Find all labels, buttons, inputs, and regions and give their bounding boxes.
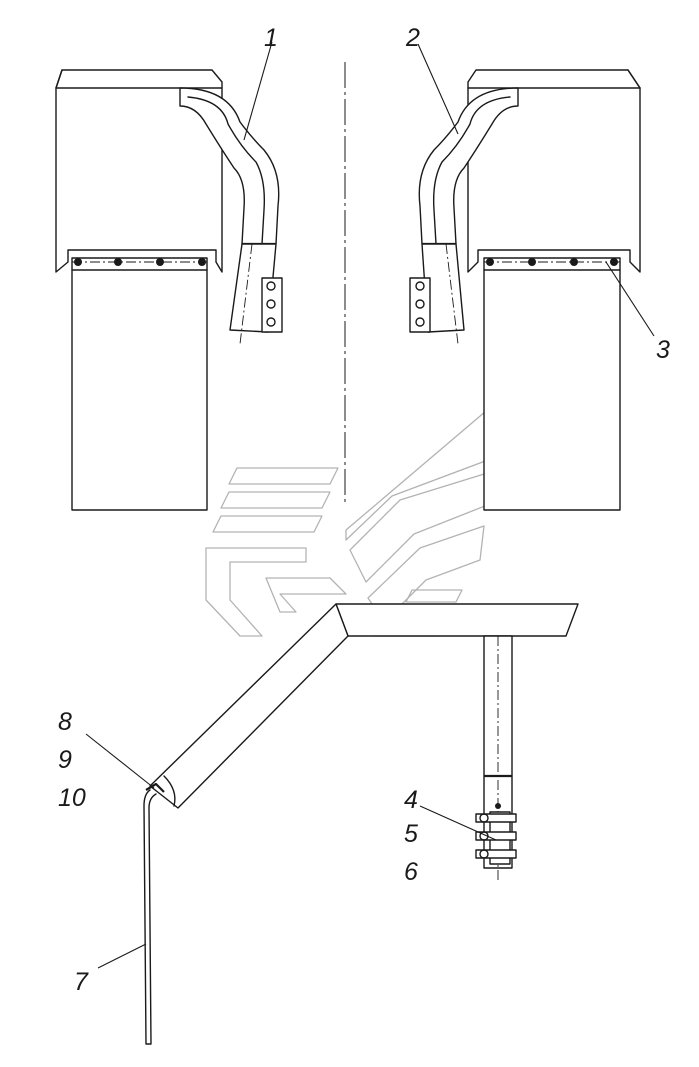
callout-2: 2: [405, 24, 420, 52]
callout-3: 3: [656, 336, 670, 364]
right-mud-flap: [483, 257, 621, 511]
callout-9: 9: [58, 746, 72, 774]
callout-1: 1: [264, 24, 278, 52]
callout-8: 8: [58, 708, 72, 736]
rod-7: [143, 789, 157, 1045]
right-clamp-plate: [409, 277, 431, 333]
callout-10: 10: [58, 784, 86, 812]
diagonal-arm: [149, 603, 349, 809]
callout-7: 7: [74, 968, 89, 996]
leader-lines: [85, 41, 655, 969]
callout-5: 5: [404, 820, 418, 848]
right-mudguard-assembly: [409, 69, 641, 511]
callout-4: 4: [404, 786, 418, 814]
lower-bracket-view: [143, 603, 579, 1045]
callout-labels: 1 2 3 8 9 10 4 5 6 7: [58, 24, 670, 996]
watermark-logo: [205, 371, 533, 637]
left-clamp-plate: [261, 277, 283, 333]
left-mud-flap: [71, 257, 208, 511]
left-mudguard-assembly: [55, 69, 283, 511]
callout-6: 6: [404, 858, 418, 886]
top-beam: [335, 603, 579, 637]
